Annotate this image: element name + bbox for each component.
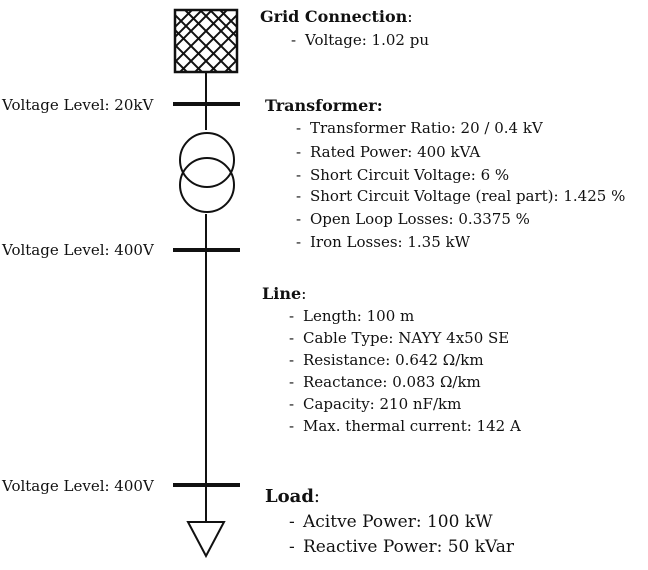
grid-connection-colon: : — [407, 7, 413, 26]
line-heading: Line: — [262, 286, 307, 302]
max-thermal-current-item: -Max. thermal current: 142 A — [289, 417, 521, 435]
reactance-text: Reactance: 0.083 Ω/km — [303, 373, 481, 391]
reactive-power-item: -Reactive Power: 50 kVar — [289, 537, 515, 557]
voltage-level-400v-label: Voltage Level: 400V — [2, 241, 154, 259]
capacity-item: -Capacity: 210 nF/km — [289, 395, 462, 413]
length-item: -Length: 100 m — [289, 307, 415, 325]
load-colon: : — [313, 486, 320, 507]
short-circuit-voltage-real-item: -Short Circuit Voltage (real part): 1.42… — [296, 187, 626, 205]
iron-losses-item: -Iron Losses: 1.35 kW — [296, 233, 471, 251]
resistance-text: Resistance: 0.642 Ω/km — [303, 351, 484, 369]
load-heading: Load: — [265, 488, 320, 506]
voltage-level-20kv-label: Voltage Level: 20kV — [2, 96, 154, 114]
transformer-ratio-text: Transformer Ratio: 20 / 0.4 kV — [310, 119, 543, 137]
open-loop-losses-item: -Open Loop Losses: 0.3375 % — [296, 210, 530, 228]
grid-voltage-text: Voltage: 1.02 pu — [305, 31, 429, 49]
line-colon: : — [301, 284, 307, 303]
cable-type-item: -Cable Type: NAYY 4x50 SE — [289, 329, 510, 347]
transformer-ratio-item: -Transformer Ratio: 20 / 0.4 kV — [296, 119, 543, 137]
active-power-text: Acitve Power: 100 kW — [303, 512, 493, 532]
voltage-level-400v-load-label: Voltage Level: 400V — [2, 477, 154, 495]
line-title: Line — [262, 284, 302, 303]
transformer-symbol — [179, 130, 235, 214]
active-power-item: -Acitve Power: 100 kW — [289, 512, 493, 532]
grid-connection-heading: Grid Connection: — [260, 9, 413, 25]
open-loop-losses-text: Open Loop Losses: 0.3375 % — [310, 210, 530, 228]
iron-losses-text: Iron Losses: 1.35 kW — [310, 233, 471, 251]
reactive-power-text: Reactive Power: 50 kVar — [303, 537, 515, 557]
grid-connection-title: Grid Connection — [260, 7, 408, 26]
transformer-heading: Transformer: — [265, 96, 383, 115]
rated-power-text: Rated Power: 400 kVA — [310, 143, 481, 161]
rated-power-item: -Rated Power: 400 kVA — [296, 143, 481, 161]
length-text: Length: 100 m — [303, 307, 415, 325]
load-arrow — [186, 521, 226, 559]
cable-type-text: Cable Type: NAYY 4x50 SE — [303, 329, 510, 347]
resistance-item: -Resistance: 0.642 Ω/km — [289, 351, 484, 369]
capacity-text: Capacity: 210 nF/km — [303, 395, 462, 413]
short-circuit-voltage-text: Short Circuit Voltage: 6 % — [310, 166, 510, 184]
reactance-item: -Reactance: 0.083 Ω/km — [289, 373, 481, 391]
short-circuit-voltage-item: -Short Circuit Voltage: 6 % — [296, 166, 510, 184]
grid-connection-symbol — [173, 8, 239, 74]
load-title: Load — [265, 486, 314, 507]
max-thermal-current-text: Max. thermal current: 142 A — [303, 417, 521, 435]
grid-voltage-item: -Voltage: 1.02 pu — [291, 31, 429, 49]
short-circuit-voltage-real-text: Short Circuit Voltage (real part): 1.425… — [310, 187, 626, 205]
